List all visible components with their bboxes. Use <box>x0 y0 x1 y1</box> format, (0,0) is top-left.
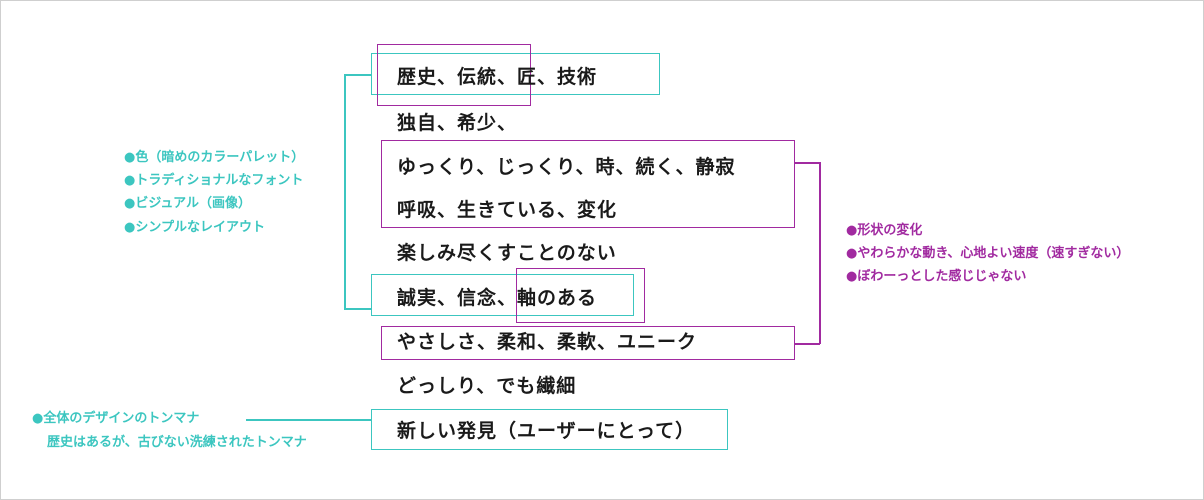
keyword-slowly-silence: ゆっくり、じっくり、時、続く、静寂 <box>397 156 736 178</box>
left-note-visual: ●ビジュアル（画像） <box>124 196 252 211</box>
bottom-note-body: 歴史はあるが、古びない洗練されたトンマナ <box>47 435 307 450</box>
highlight-box-discovery <box>371 409 728 450</box>
right-note-shape: ●形状の変化 <box>846 223 923 238</box>
keyword-breathing-change: 呼吸、生きている、変化 <box>397 199 618 221</box>
keyword-unique-rare: 独自、希少、 <box>397 112 518 134</box>
keyword-solid-delicate: どっしり、でも繊細 <box>397 375 577 397</box>
right-bracket-vertical <box>819 162 821 344</box>
highlight-box-slow-breathing <box>381 140 795 228</box>
left-note-layout: ●シンプルなレイアウト <box>124 220 265 235</box>
highlight-box-history-craft <box>377 44 531 106</box>
left-bracket-bottom <box>344 308 371 310</box>
highlight-box-axis <box>516 268 645 323</box>
bottom-note-title: ●全体のデザインのトンマナ <box>32 411 200 426</box>
highlight-box-sincerity <box>371 274 634 316</box>
left-note-font: ●トラディショナルなフォント <box>124 173 304 188</box>
keyword-never-exhausted: 楽しみ尽くすことのない <box>397 242 617 264</box>
right-note-motion: ●やわらかな動き、心地よい速度（速すぎない） <box>846 246 1130 261</box>
left-note-color: ●色（暗めのカラーパレット） <box>124 150 305 165</box>
right-note-not-vague: ●ぼわーっとした感じじゃない <box>846 269 1027 284</box>
left-bracket-top <box>344 74 371 76</box>
left-bracket-vertical <box>344 74 346 309</box>
keyword-new-discovery: 新しい発見（ユーザーにとって） <box>397 420 696 442</box>
keyword-gentleness-unique: やさしさ、柔和、柔軟、ユニーク <box>397 331 698 353</box>
keyword-sincerity-axis: 誠実、信念、軸のある <box>397 287 598 309</box>
bottom-note-connector <box>246 419 371 421</box>
highlight-box-history <box>371 53 660 95</box>
right-bracket-bottom <box>795 343 820 345</box>
right-bracket-top <box>795 162 820 164</box>
highlight-box-gentleness <box>381 326 795 360</box>
keyword-history-tradition: 歴史、伝統、匠、技術 <box>397 66 598 88</box>
